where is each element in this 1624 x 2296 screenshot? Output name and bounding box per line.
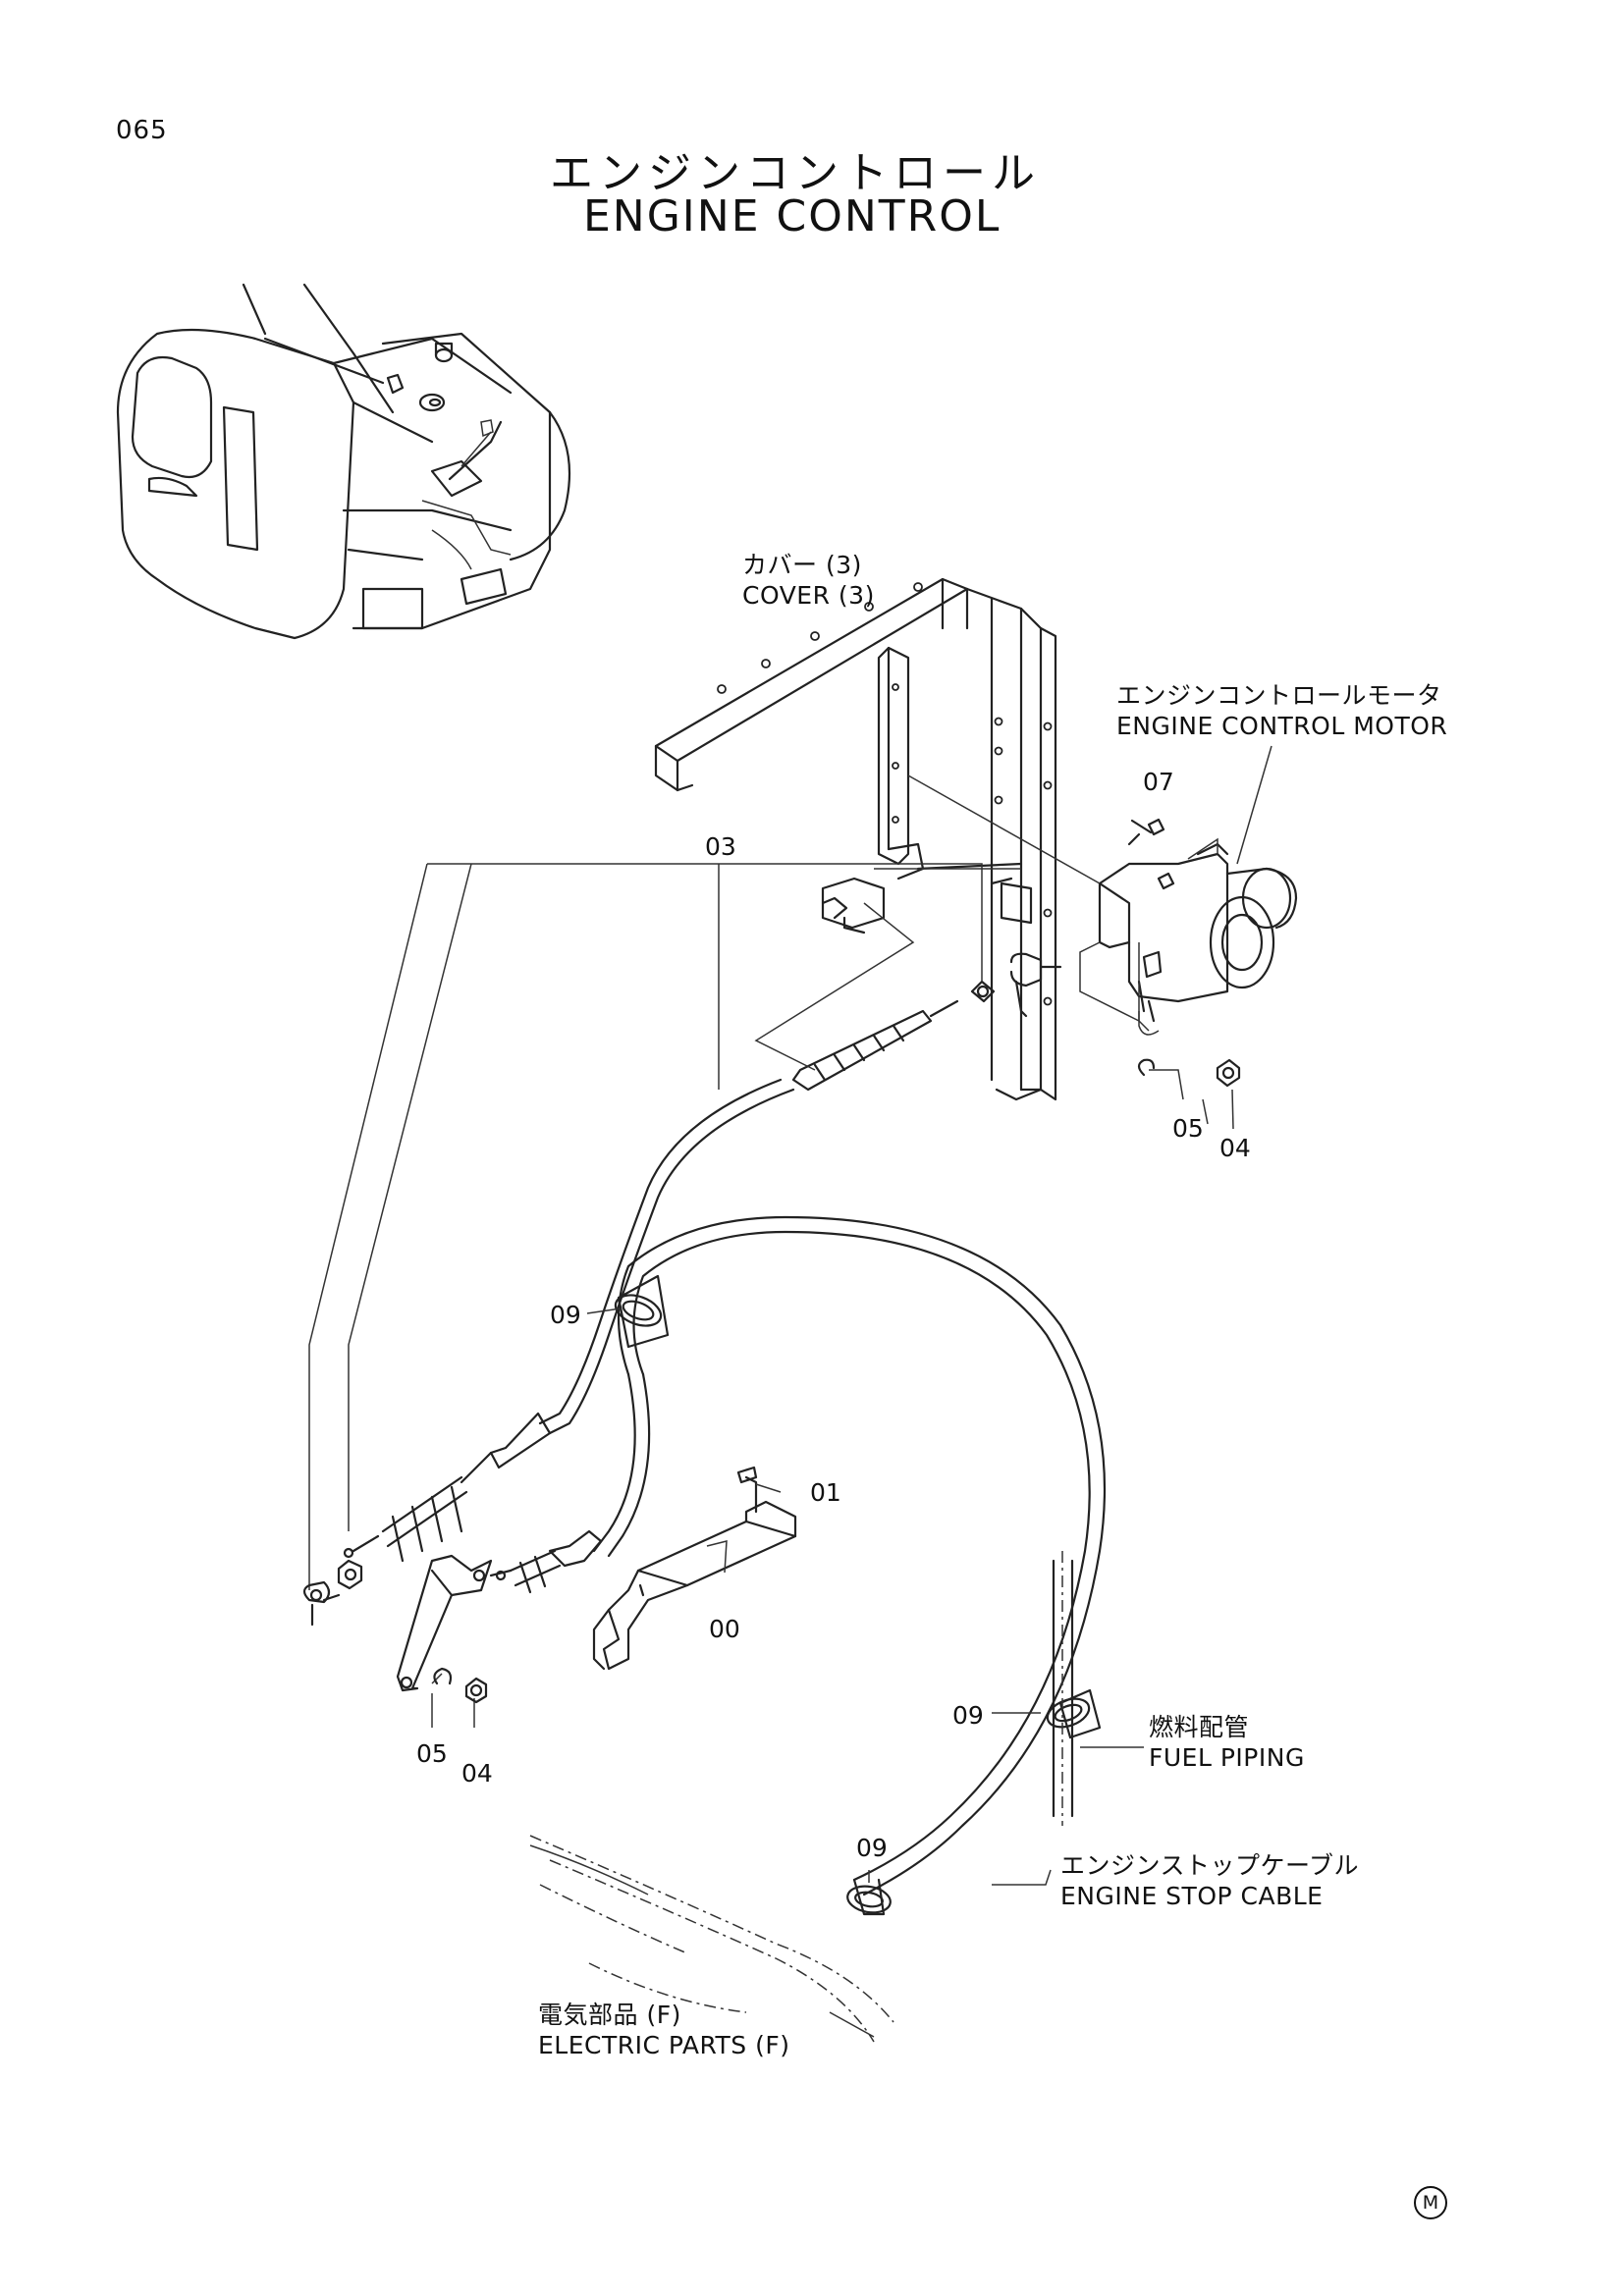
part-number-04-bottom: 04 xyxy=(461,1759,493,1788)
cover-label-jp: カバー (3) xyxy=(742,551,862,579)
part-number-04-top: 04 xyxy=(1219,1134,1251,1162)
lower-bracket xyxy=(592,1466,797,1671)
excavator-overview xyxy=(116,283,571,640)
part-number-05-top: 05 xyxy=(1172,1114,1204,1143)
fuel-piping xyxy=(1052,1551,1074,1826)
reference-lines xyxy=(308,745,1272,1590)
part-number-09-b: 09 xyxy=(952,1701,984,1730)
part-number-07: 07 xyxy=(1143,768,1174,796)
electric-parts-label-jp: 電気部品 (F) xyxy=(538,2001,681,2029)
leader-lines xyxy=(431,1069,1184,2038)
throttle-cable xyxy=(343,1078,795,1563)
cover-frame xyxy=(654,577,1057,1101)
part-number-03: 03 xyxy=(705,832,736,861)
electric-harness xyxy=(529,1835,894,2043)
cover-label: カバー (3) COVER (3) xyxy=(742,550,875,611)
fuel-piping-label-en: FUEL PIPING xyxy=(1149,1743,1305,1772)
page-number: 065 xyxy=(116,116,168,145)
part-number-05-bottom: 05 xyxy=(416,1739,448,1768)
title-japanese: エンジンコントロール xyxy=(550,148,1041,198)
title-english: ENGINE CONTROL xyxy=(583,191,1001,241)
rod-end-lower xyxy=(302,1559,363,1627)
part-number-01: 01 xyxy=(810,1478,841,1507)
electric-parts-label: 電気部品 (F) ELECTRIC PARTS (F) xyxy=(538,2000,790,2060)
motor-label-jp: エンジンコントロールモータ xyxy=(1116,681,1442,710)
lower-washers xyxy=(433,1667,488,1704)
part-number-00: 00 xyxy=(709,1615,740,1643)
upper-cable-end xyxy=(791,952,1062,1092)
corner-mark: M xyxy=(1414,2186,1447,2219)
engine-stop-cable-label-en: ENGINE STOP CABLE xyxy=(1060,1882,1324,1910)
part-number-09-c: 09 xyxy=(856,1834,888,1862)
fuel-piping-label: 燃料配管 FUEL PIPING xyxy=(1149,1712,1305,1773)
clamps xyxy=(614,1294,1091,1914)
motor-label-en: ENGINE CONTROL MOTOR xyxy=(1116,712,1448,740)
engine-stop-cable-label-jp: エンジンストップケーブル xyxy=(1060,1851,1360,1880)
motor-label: エンジンコントロールモータ ENGINE CONTROL MOTOR xyxy=(1116,680,1447,741)
part-number-09-a: 09 xyxy=(550,1301,581,1329)
fuel-piping-label-jp: 燃料配管 xyxy=(1149,1713,1250,1741)
cover-label-en: COVER (3) xyxy=(742,581,875,610)
engine-stop-cable xyxy=(489,1215,1107,1916)
pedal-lever xyxy=(396,1554,493,1692)
engine-control-motor xyxy=(1098,818,1298,1088)
electric-parts-label-en: ELECTRIC PARTS (F) xyxy=(538,2031,790,2059)
engine-stop-cable-label: エンジンストップケーブル ENGINE STOP CABLE xyxy=(1060,1850,1359,1911)
